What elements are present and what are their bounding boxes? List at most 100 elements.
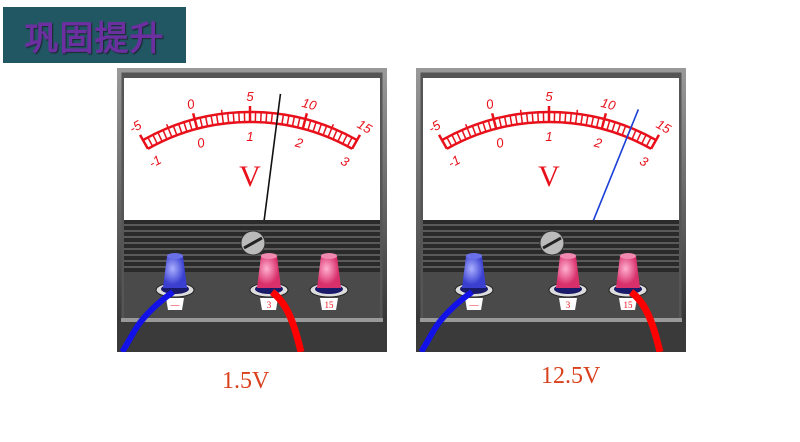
scale-tick (162, 129, 168, 140)
meter-face (423, 78, 679, 220)
terminal-tag (166, 298, 184, 310)
scale-tick (451, 134, 457, 145)
scale-tick (569, 113, 573, 124)
terminal-panel (124, 272, 380, 320)
scale-tick (226, 113, 230, 124)
negative-terminal (462, 256, 486, 288)
negative-terminal (163, 256, 187, 288)
scale-tick (537, 112, 540, 123)
terminal-cap (321, 253, 337, 259)
scale-tick (519, 109, 524, 124)
terminal-cap (620, 253, 636, 259)
base-edge (420, 318, 682, 322)
terminal-tag (559, 298, 577, 310)
positive-terminal (317, 256, 341, 288)
scale-tick (259, 112, 262, 123)
scale-tick (172, 125, 178, 136)
scale-label-15v: 5 (246, 89, 254, 104)
scale-tick (487, 120, 492, 131)
grille-stripe (124, 266, 380, 268)
scale-tick (270, 113, 274, 124)
scale-tick (446, 137, 453, 147)
meter-face (124, 78, 380, 220)
scale-tick (611, 122, 616, 133)
reading-left: 1.5V (222, 368, 270, 394)
scale-label-15v: 10 (300, 95, 319, 113)
scale-tick (232, 112, 235, 123)
positive-terminal (257, 256, 281, 288)
red-lead-wire (628, 289, 664, 352)
scale-tick (138, 134, 149, 150)
scale-tick (600, 113, 608, 130)
scale-tick (322, 125, 328, 136)
scale-label-3v: 0 (195, 134, 207, 151)
scale-tick (312, 122, 317, 133)
scale-tick (307, 120, 312, 131)
scale-tick (650, 134, 661, 150)
grille-stripe (124, 260, 380, 262)
grille-stripe (124, 224, 380, 226)
scale-label-3v: 0 (494, 134, 506, 151)
terminal-tag (465, 298, 483, 310)
scale-tick (636, 132, 642, 142)
black-lead-wire (418, 289, 474, 352)
scale-tick (317, 123, 323, 134)
terminal-cap (167, 253, 183, 259)
scale-tick (641, 134, 647, 145)
scale-tick (471, 125, 477, 136)
scale-tick (332, 129, 338, 140)
scale-tick (183, 122, 188, 133)
scale-tick (238, 112, 241, 123)
unit-label: V (538, 160, 560, 193)
scale-tick (342, 134, 348, 145)
scale-tick (595, 117, 600, 128)
terminal-label: 3 (566, 300, 571, 310)
terminal-tag (619, 298, 637, 310)
scale-tick (188, 120, 193, 131)
scale-tick (525, 113, 529, 124)
terminal-cap (261, 253, 277, 259)
meter-base (117, 320, 387, 352)
screw-slot (243, 236, 263, 250)
scale-tick (215, 114, 219, 125)
scale-tick (456, 132, 462, 142)
scale-tick (210, 115, 214, 126)
terminal-label: — (170, 300, 181, 310)
scale-tick (327, 123, 335, 138)
terminal-panel (423, 272, 679, 320)
scale-tick (514, 114, 518, 125)
scale-tick (606, 120, 611, 131)
scale-tick (165, 123, 173, 138)
scale-tick (157, 132, 163, 142)
screw-slot (542, 236, 562, 250)
scale-tick (291, 116, 296, 127)
scale-tick (482, 122, 487, 133)
scale-tick (152, 134, 158, 145)
scale-tick (574, 109, 579, 124)
scale-tick (558, 112, 561, 123)
scale-tick (580, 114, 584, 125)
positive-terminal (556, 256, 580, 288)
scale-tick (286, 115, 290, 126)
scale-tick (564, 112, 567, 123)
needle-group (263, 93, 282, 220)
scale-label-15v: 0 (185, 96, 197, 113)
scale-tick (616, 123, 622, 134)
scale-tick (265, 112, 268, 123)
scale-tick (199, 117, 204, 128)
scale-tick (191, 113, 199, 130)
scale-tick (590, 116, 595, 127)
positive-terminal (616, 256, 640, 288)
terminal-tag (260, 298, 278, 310)
needle (263, 93, 282, 220)
terminal-label: 15 (325, 300, 335, 310)
scale-tick (503, 116, 508, 127)
scale-tick (531, 112, 534, 123)
red-lead-wire (269, 289, 305, 352)
needle-group (592, 109, 640, 220)
scale-tick (585, 115, 589, 126)
scale-tick (490, 113, 498, 130)
scale-tick (476, 123, 482, 134)
scale-tick (346, 137, 353, 147)
